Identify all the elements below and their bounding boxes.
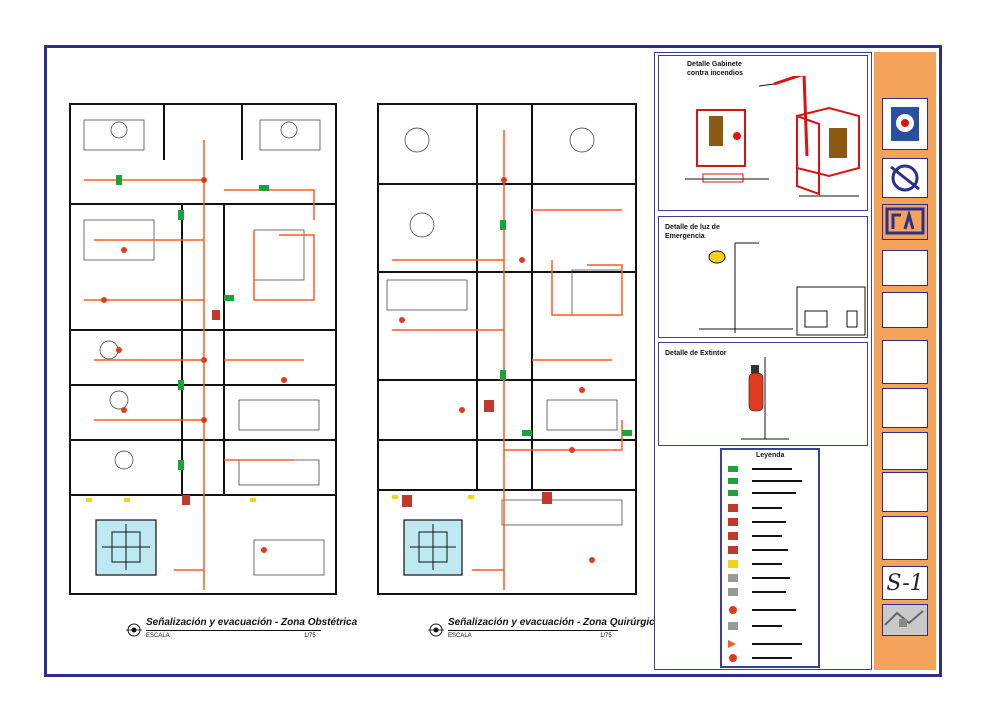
extinguisher-drawing	[741, 357, 789, 440]
title-block-field	[882, 250, 928, 286]
detail-cabinet-title: Detalle Gabinete	[687, 61, 742, 68]
title-block-field	[882, 388, 928, 428]
scale-label: ESCALA	[146, 633, 170, 639]
title-block-field	[882, 292, 928, 328]
floor-plan-obstetric	[69, 103, 337, 595]
north-arrow-icon	[428, 623, 444, 637]
title-block-field	[882, 432, 928, 470]
detail-extinguisher-title: Detalle de Extintor	[665, 350, 727, 357]
site-map-icon	[884, 610, 924, 627]
title-block-field	[882, 516, 928, 560]
university-logo	[882, 98, 928, 150]
title-underline	[146, 630, 321, 631]
fau-logo	[882, 204, 928, 240]
detail-emergency-light: Detalle de luz de Emergencia	[658, 216, 868, 338]
emblem-icon	[890, 164, 920, 192]
north-arrow-icon	[126, 623, 142, 637]
scale-label: ESCALA	[448, 633, 472, 639]
floor-plan-surgical	[377, 103, 637, 595]
detail-light-title: Detalle de luz de	[665, 224, 720, 231]
plan-title-obstetric: Señalización y evacuación - Zona Obstétr…	[146, 617, 358, 628]
emergency-light-drawing	[699, 242, 866, 336]
title-block: S-1	[874, 52, 936, 670]
title-underline	[448, 630, 618, 631]
fau-logo-icon	[885, 207, 925, 235]
detail-cabinet-subtitle: contra incendios	[687, 70, 744, 77]
title-block-field	[882, 340, 928, 384]
shield-icon	[891, 107, 919, 141]
detail-fire-cabinet: Detalle Gabinete contra incendios	[658, 55, 868, 211]
legend-title: Leyenda	[756, 452, 785, 459]
title-block-field	[882, 472, 928, 512]
scale-value: 1/75	[600, 633, 612, 639]
faculty-logo	[882, 158, 928, 198]
fire-cabinet-drawing	[685, 76, 860, 197]
detail-extinguisher: Detalle de Extintor	[658, 342, 868, 446]
legend-symbols	[728, 466, 802, 662]
sheet-number: S-1	[882, 566, 928, 600]
scale-value: 1/75	[304, 633, 316, 639]
legend-box: Leyenda	[720, 448, 820, 668]
plan-title-surgical: Señalización y evacuación - Zona Quirúrg…	[448, 617, 661, 628]
detail-light-subtitle: Emergencia	[665, 233, 705, 240]
location-map	[882, 604, 928, 636]
